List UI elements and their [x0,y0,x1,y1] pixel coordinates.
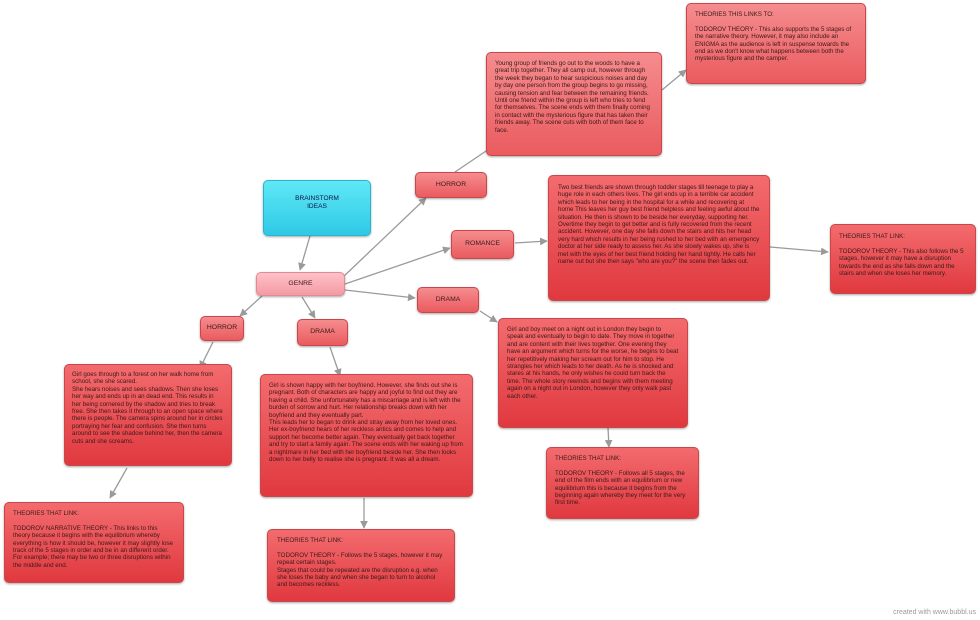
romance-plot-note[interactable]: Two best friends are shown through toddl… [548,175,770,301]
horror-top-plot-note[interactable]: Young group of friends go out to the woo… [486,52,662,156]
drama-left-theory-note[interactable]: THEORIES THAT LINK: TODOROV THEORY - Fol… [267,529,455,602]
horror-left-theory-note[interactable]: THEORIES THAT LINK: TODOROV NARRATIVE TH… [4,502,184,583]
drama-left-plot-note[interactable]: Girl is shown happy with her boyfriend. … [260,374,473,497]
link-drama-right-theory [604,427,613,448]
drama-left-node[interactable]: DRAMA [297,319,348,346]
horror-left-node[interactable]: HORROR [200,316,244,341]
drama-right-plot-note[interactable]: Girl and boy meet on a night out in Lond… [498,318,688,428]
link-brainstorm-genre [298,235,311,271]
link-horror-left-theory [109,467,128,499]
drama-right-theory-note[interactable]: THEORIES THAT LINK: TODOROV THEORY - Fol… [546,447,699,519]
genre-node[interactable]: GENRE [256,272,345,296]
link-romance-theory [769,246,829,256]
romance-theory-note[interactable]: THEORIES THAT LINK: TODOROV THEORY - Thi… [830,224,976,294]
link-genre-horror-left [239,295,263,317]
drama-right-node[interactable]: DRAMA [417,287,479,313]
horror-left-plot-note[interactable]: Girl goes through to a forest on her wal… [64,364,232,466]
link-genre-romance [344,246,451,285]
brainstorm-ideas-node[interactable]: BRAINSTORM IDEAS [263,180,371,236]
link-genre-drama-right [344,289,416,302]
link-genre-drama-left [301,296,316,319]
link-horror-top-theory [661,69,687,91]
link-drama-right-plot [479,310,498,323]
bubbl-watermark: created with www.bubbl.us [893,609,976,616]
link-romance-plot [514,237,548,246]
link-drama-left-plot [329,346,342,377]
horror-top-theory-note[interactable]: THEORIES THIS LINKS TO: TODOROV THEORY -… [686,3,866,84]
romance-node[interactable]: ROMANCE [451,230,514,259]
horror-top-node[interactable]: HORROR [415,172,487,198]
